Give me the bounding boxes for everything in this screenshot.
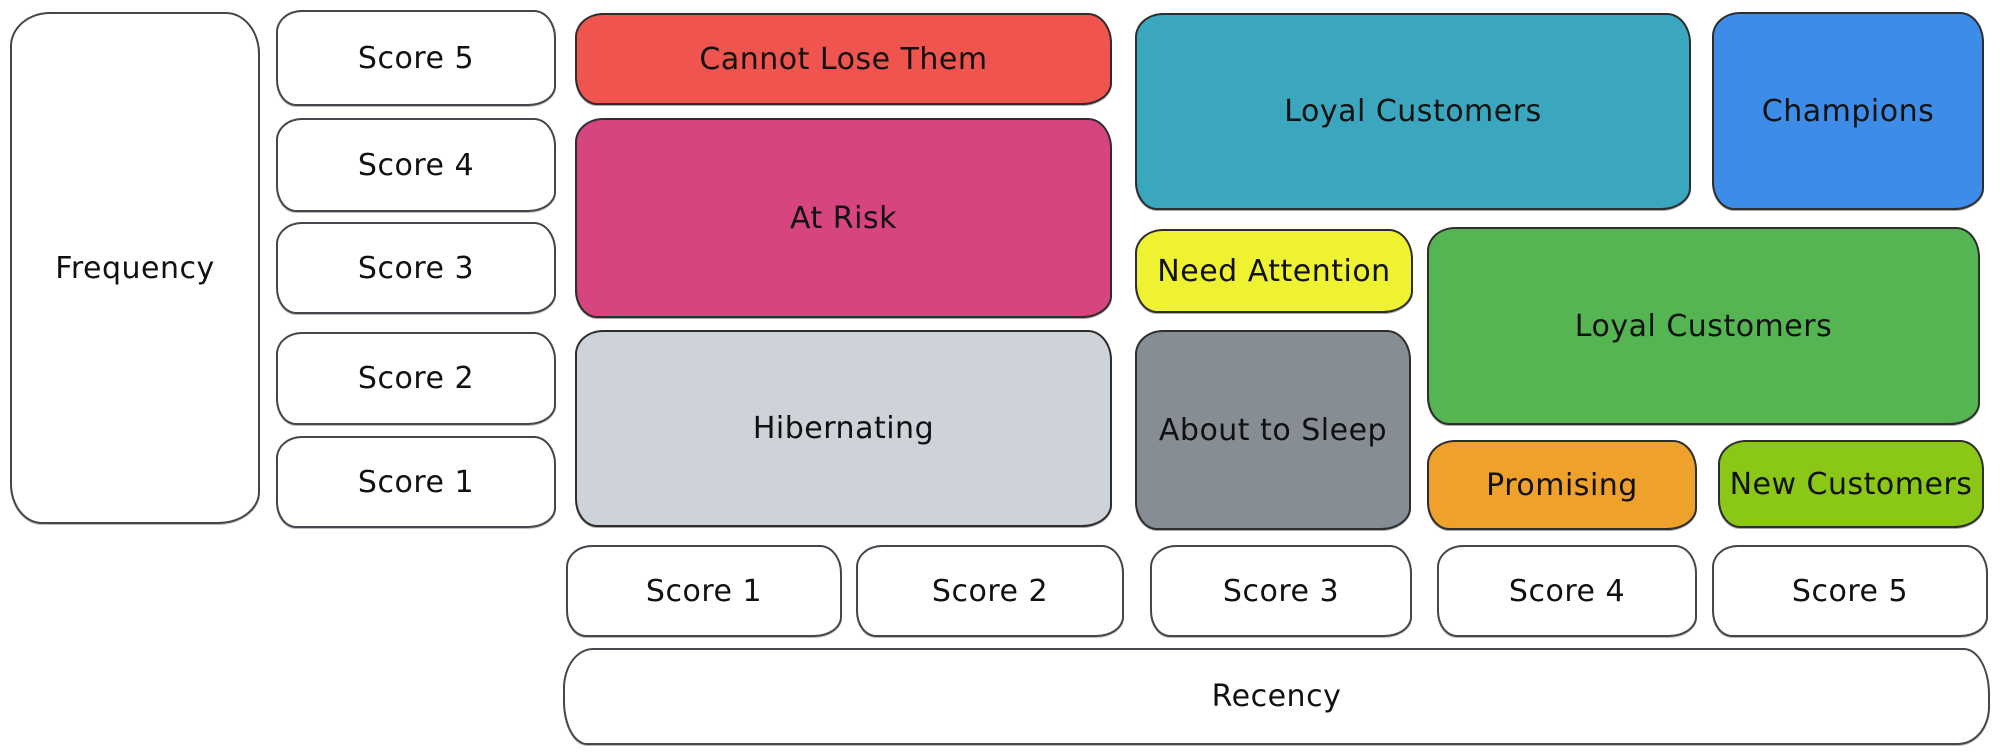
segment-champions-label: Champions [1761, 93, 1935, 129]
segment-hibernating-label: Hibernating [752, 411, 935, 446]
frequency-score-4-text: Score 4 [357, 147, 475, 183]
segment-promising-label: Promising [1486, 467, 1638, 503]
segment-at-risk: At Risk [575, 118, 1112, 318]
frequency-score-3-text: Score 3 [357, 250, 475, 286]
frequency-score-4: Score 4 [276, 118, 556, 212]
frequency-score-1: Score 1 [276, 436, 556, 528]
segment-new-customers-label: New Customers [1729, 466, 1973, 502]
segment-cannot-lose-them: Cannot Lose Them [575, 13, 1112, 105]
segment-at-risk-label: At Risk [790, 200, 897, 236]
frequency-score-3: Score 3 [276, 222, 556, 314]
segment-about-to-sleep: About to Sleep [1135, 330, 1411, 530]
segment-cannot-lose-them-label: Cannot Lose Them [699, 41, 988, 77]
recency-score-5-text: Score 5 [1791, 573, 1909, 609]
recency-score-3: Score 3 [1150, 545, 1412, 637]
segment-loyal-customers-teal: Loyal Customers [1135, 13, 1691, 210]
recency-score-1: Score 1 [566, 545, 842, 637]
segment-new-customers: New Customers [1718, 440, 1984, 528]
recency-score-5: Score 5 [1712, 545, 1988, 637]
segment-need-attention: Need Attention [1135, 229, 1413, 313]
recency-score-4: Score 4 [1437, 545, 1697, 637]
segment-loyal-customers-green: Loyal Customers [1427, 227, 1980, 425]
recency-score-4-text: Score 4 [1508, 573, 1626, 609]
segment-champions: Champions [1712, 12, 1984, 210]
recency-score-2-text: Score 2 [931, 573, 1049, 609]
frequency-axis-text: Frequency [55, 250, 215, 286]
recency-score-1-text: Score 1 [645, 573, 763, 609]
frequency-score-5: Score 5 [276, 10, 556, 106]
segment-loyal-customers-teal-label: Loyal Customers [1284, 94, 1542, 129]
recency-axis-text: Recency [1211, 679, 1342, 714]
frequency-score-2: Score 2 [276, 332, 556, 425]
frequency-score-1-text: Score 1 [357, 464, 475, 500]
segment-hibernating: Hibernating [575, 330, 1112, 527]
frequency-axis-label: Frequency [10, 12, 260, 524]
frequency-score-2-text: Score 2 [357, 361, 475, 396]
frequency-score-5-text: Score 5 [357, 40, 475, 76]
segment-about-to-sleep-label: About to Sleep [1158, 412, 1388, 448]
segment-loyal-customers-green-label: Loyal Customers [1574, 308, 1833, 344]
segment-need-attention-label: Need Attention [1157, 253, 1391, 289]
recency-score-3-text: Score 3 [1222, 573, 1340, 609]
segment-promising: Promising [1427, 440, 1697, 530]
recency-score-2: Score 2 [856, 545, 1124, 637]
recency-axis-label: Recency [563, 648, 1990, 745]
